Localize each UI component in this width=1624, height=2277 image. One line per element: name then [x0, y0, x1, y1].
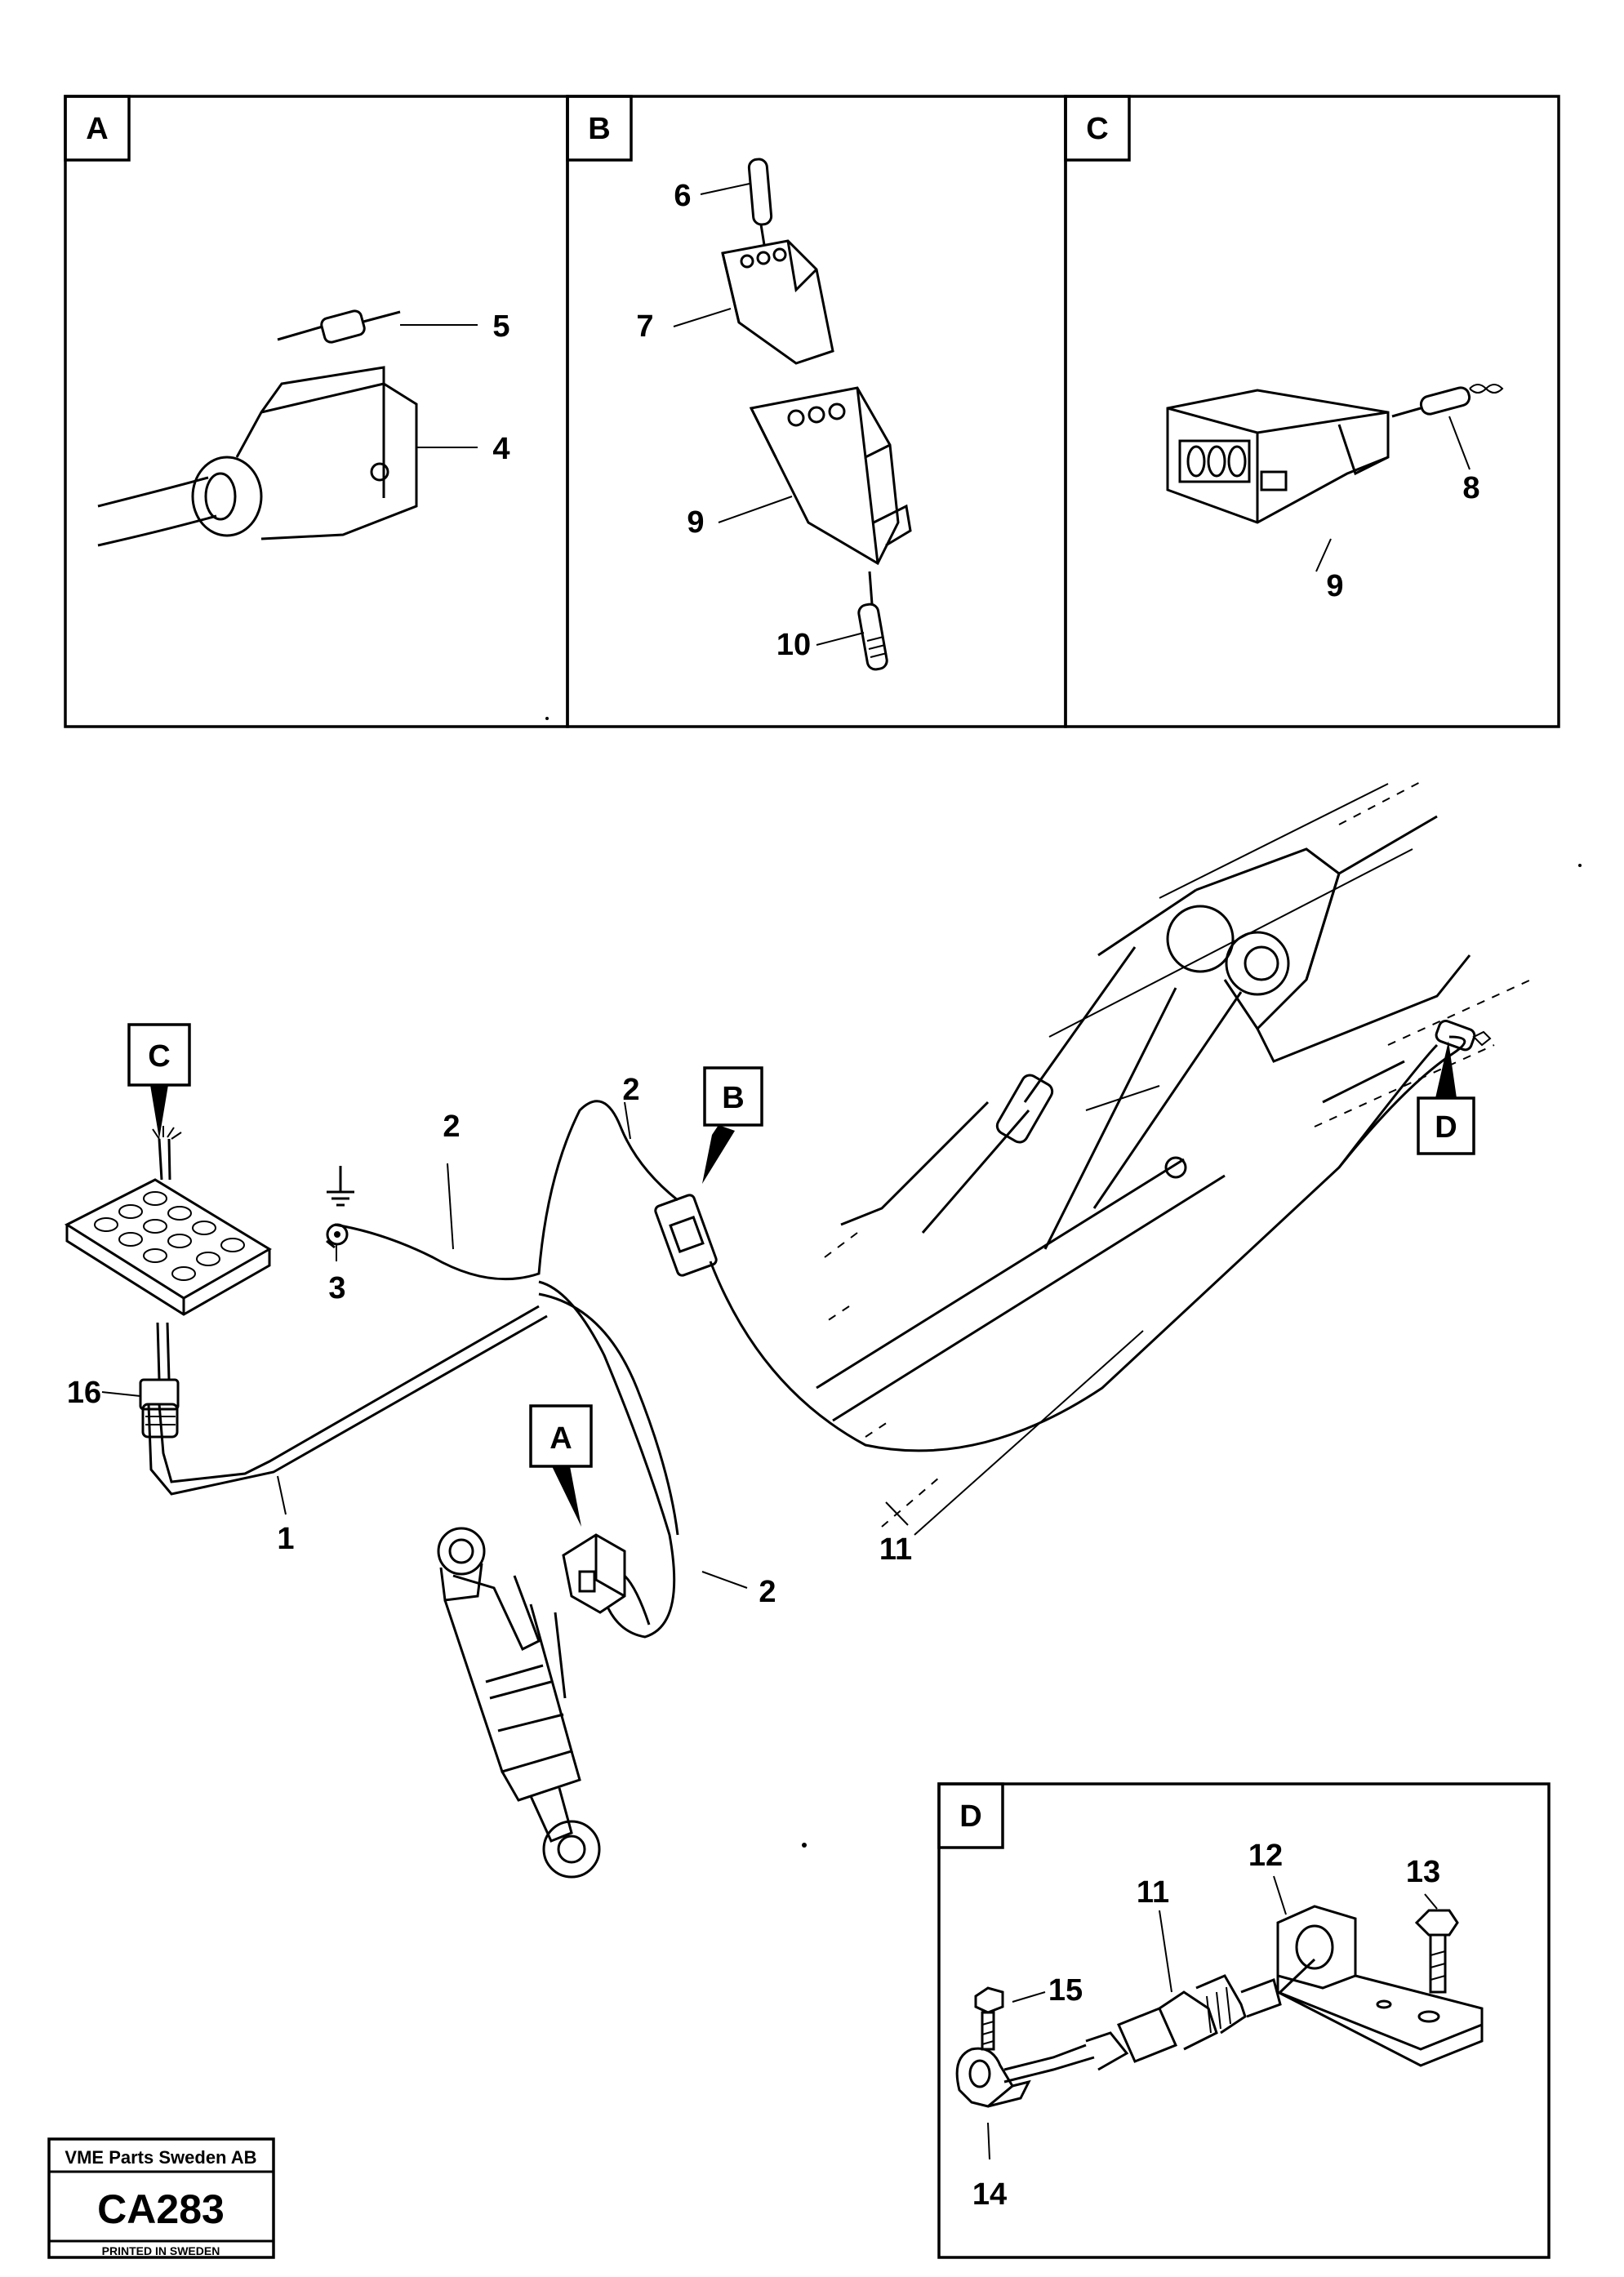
callout-2-bottom: 2 — [759, 1575, 776, 1609]
callout-3: 3 — [328, 1271, 345, 1305]
footer-stamp: VME Parts Sweden AB CA283 PRINTED IN SWE… — [47, 2137, 275, 2259]
callout-1: 1 — [277, 1522, 294, 1556]
leader-2-left — [447, 1163, 454, 1250]
scan-dot — [545, 717, 549, 720]
callout-5: 5 — [492, 309, 509, 344]
part-plug-4 — [97, 366, 418, 547]
footer-code: CA283 — [97, 2186, 225, 2232]
pointer-tag-c-label: C — [148, 1039, 170, 1074]
callout-4: 4 — [492, 432, 509, 466]
callout-10: 10 — [776, 628, 811, 662]
panel-d-tag: D — [959, 1799, 981, 1834]
leader-9-b — [718, 496, 793, 523]
leader-8 — [1448, 416, 1470, 470]
fitting-16 — [139, 1322, 180, 1439]
cable-11 — [709, 1020, 1492, 1452]
leader-7 — [673, 308, 732, 327]
part-pin-10 — [857, 571, 888, 671]
callout-12: 12 — [1248, 1839, 1283, 1873]
pointer-tag-d-label: D — [1435, 1110, 1457, 1145]
part-pin-8 — [1391, 384, 1504, 418]
callout-11-detail: 11 — [1137, 1875, 1169, 1910]
leader-16 — [101, 1391, 141, 1397]
part-housing-7 — [721, 239, 834, 365]
pointer-tag-a: A — [529, 1404, 593, 1527]
callout-9-c: 9 — [1326, 569, 1343, 603]
leader-11-detail — [1159, 1910, 1172, 1993]
panel-d: D 12 13 — [937, 1782, 1551, 2259]
callout-2-top: 2 — [622, 1073, 639, 1107]
part-sensor-11 — [1003, 1958, 1316, 2084]
callout-15: 15 — [1048, 1973, 1083, 2008]
pointer-tag-a-label: A — [549, 1421, 572, 1456]
pointer-tag-d: D — [1417, 1041, 1475, 1155]
callout-13: 13 — [1406, 1855, 1440, 1889]
callout-7: 7 — [636, 309, 653, 344]
panel-c: C 9 8 — [1064, 95, 1560, 728]
part-pin-6 — [747, 158, 773, 246]
panel-c-tag-box — [1064, 95, 1131, 162]
part-bracket-12 — [1276, 1905, 1484, 2067]
callout-9-b: 9 — [687, 505, 704, 540]
leader-1 — [277, 1475, 287, 1515]
panel-b-frame — [566, 95, 1067, 728]
terminal-block — [64, 1126, 272, 1316]
hydraulic-cylinder — [437, 1527, 601, 1879]
connector-a-main — [562, 1533, 651, 1625]
part-bolt-13 — [1414, 1909, 1459, 1994]
leader-9-c — [1315, 538, 1332, 572]
callout-14: 14 — [972, 2177, 1007, 2212]
leader-2-bottom — [701, 1571, 748, 1589]
ground-lug-3 — [326, 1166, 354, 1249]
cable-2 — [334, 1100, 679, 1639]
panel-b-tag: B — [588, 112, 610, 146]
part-pin-5 — [277, 309, 401, 344]
panel-c-frame — [1064, 95, 1560, 728]
callout-11-main: 11 — [879, 1532, 912, 1567]
callout-16: 16 — [67, 1376, 101, 1410]
part-connector-9-c — [1166, 389, 1390, 524]
footer-printed: PRINTED IN SWEDEN — [102, 2244, 220, 2257]
callout-6: 6 — [674, 179, 691, 213]
panel-b-tag-box — [566, 95, 633, 162]
panel-d-frame — [937, 1782, 1551, 2259]
footer-frame — [47, 2137, 275, 2259]
pointer-tag-c: C — [127, 1023, 191, 1139]
leader-15 — [1012, 1991, 1046, 2003]
panel-a-frame — [64, 95, 569, 728]
leader-6 — [700, 183, 750, 195]
callout-2-left: 2 — [443, 1110, 460, 1144]
panel-a-tag-box — [64, 95, 131, 162]
panel-c-tag: C — [1086, 112, 1108, 146]
leader-12 — [1273, 1875, 1287, 1915]
leader-14 — [987, 2122, 990, 2160]
boom-structure — [816, 779, 1532, 1536]
panel-b: B 6 7 9 — [566, 95, 1067, 728]
cable-1 — [147, 1305, 548, 1496]
leader-13 — [1424, 1893, 1438, 1910]
panel-a: A 5 4 — [64, 95, 569, 728]
pointer-tag-b-label: B — [722, 1081, 744, 1115]
panel-a-tag: A — [86, 112, 108, 146]
scan-dot — [1578, 864, 1582, 867]
leader-11-main — [885, 1501, 909, 1526]
panel-d-tag-box — [937, 1782, 1004, 1849]
leader-2-top — [624, 1101, 631, 1140]
leader-10 — [816, 632, 865, 646]
footer-company: VME Parts Sweden AB — [65, 2147, 256, 2168]
connector-b-main — [654, 1194, 718, 1277]
sensor-connector-d — [1435, 1020, 1492, 1052]
part-clamp-14 — [955, 2047, 1031, 2108]
part-socket-9-b — [749, 386, 912, 566]
scan-dot — [802, 1843, 807, 1848]
part-screw-15 — [974, 1986, 1004, 2051]
callout-8: 8 — [1462, 471, 1479, 505]
pointer-tag-b: B — [702, 1066, 763, 1184]
